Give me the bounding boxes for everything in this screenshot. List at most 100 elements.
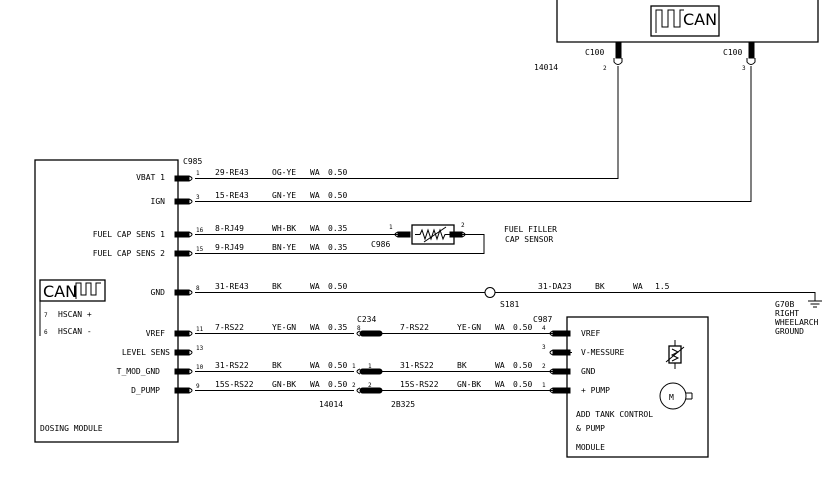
tank-pin-label-v-messure: V-MESSURE (581, 348, 625, 357)
wire-type: WA (310, 282, 320, 291)
wire-label-4: 9-RJ49 BN-YE WA 0.35 (215, 243, 347, 252)
wire-circuit: 31-RS22 (215, 361, 249, 370)
inline-pin-left-3: 2 (352, 382, 356, 389)
wire-circuit: 15-RE43 (215, 191, 249, 200)
tank-module-name-1: ADD TANK CONTROL (576, 410, 653, 419)
dosing-can-block: CAN 7 HSCAN + 6 HSCAN - (39, 279, 106, 336)
pin-num-t-mod-gnd: 10 (196, 364, 204, 371)
wire-color: OG-YE (272, 168, 296, 177)
wire-size: 0.50 (328, 282, 347, 291)
dosing-connector-id: C985 (183, 157, 202, 166)
top-connector-right-pin: 3 (742, 65, 746, 72)
can-bus-icon (655, 9, 684, 33)
inline-connector-id: C234 (357, 315, 376, 324)
ground-wire-label: 31-DA23 BK WA 1.5 (538, 282, 670, 291)
splice-s181: S181 (484, 287, 519, 309)
wire-label-8: 15S-RS22 GN-BK WA 0.50 (215, 380, 347, 389)
wire-color: BK (457, 361, 467, 370)
dosing-can-label: CAN (43, 282, 77, 301)
inline-pin-left-1: 8 (357, 325, 361, 332)
pin-label-gnd: GND (151, 288, 166, 297)
wire-size: 0.50 (328, 361, 347, 370)
wire-label-7: 31-RS22 BK WA 0.50 (215, 361, 347, 370)
wire-type: WA (310, 191, 320, 200)
pin-label-vbat1: VBAT 1 (136, 173, 165, 182)
wire-color: YE-GN (272, 323, 296, 332)
wire-lines (195, 66, 816, 391)
pin-num-d-pump: 9 (196, 383, 200, 390)
tank-pin-label-gnd: GND (581, 367, 596, 376)
resistor-sensor-icon (665, 340, 685, 369)
ground-g70b: G70B RIGHT WHEELARCH GROUND (775, 300, 822, 336)
wire-size: 1.5 (655, 282, 670, 291)
ground-id: G70B (775, 300, 794, 309)
tank-pin-label-pump: + PUMP (581, 386, 610, 395)
wire-circuit: 7-RS22 (215, 323, 244, 332)
wire-type: WA (310, 168, 320, 177)
wire-color: GN-BK (457, 380, 481, 389)
top-module: CAN (556, 0, 819, 43)
pin-label-vref: VREF (146, 329, 165, 338)
wire-color: GN-YE (272, 191, 296, 200)
wire-circuit: 31-RS22 (400, 361, 434, 370)
wire-color: GN-BK (272, 380, 296, 389)
wire-type: WA (495, 380, 505, 389)
wire-type: WA (495, 323, 505, 332)
top-harness-label: 14014 (534, 63, 558, 72)
motor-icon: M (659, 382, 693, 410)
wire-type: WA (495, 361, 505, 370)
ground-line-3: GROUND (775, 327, 804, 336)
tank-pin-num-vref: 4 (542, 325, 546, 332)
wire-circuit: 15S-RS22 (400, 380, 439, 389)
fuel-sensor-pin-b: 2 (461, 222, 465, 229)
wire-type: WA (310, 224, 320, 233)
wire-size: 0.35 (328, 243, 347, 252)
pin-label-ign: IGN (151, 197, 166, 206)
top-connector-right-id: C100 (723, 48, 742, 57)
tank-module-name-3: MODULE (576, 443, 605, 452)
pin-label-fuel-cap-sens-1: FUEL CAP SENS 1 (93, 230, 165, 239)
ground-line-1: RIGHT (775, 309, 799, 318)
wire-size: 0.50 (328, 168, 347, 177)
fuel-sensor-line-1: FUEL FILLER (504, 225, 557, 234)
wire-type: WA (310, 323, 320, 332)
pin-num-gnd: 8 (196, 285, 200, 292)
wire-circuit: 8-RJ49 (215, 224, 244, 233)
pin-num-fuel-cap-sens-1: 16 (196, 227, 204, 234)
wire-color: WH-BK (272, 224, 296, 233)
pin-label-fuel-cap-sens-2: FUEL CAP SENS 2 (93, 249, 165, 258)
can-pin-minus-name: HSCAN - (58, 327, 92, 336)
wire-color: BN-YE (272, 243, 296, 252)
pin-label-level-sens: LEVEL SENS (122, 348, 170, 357)
wire-circuit: 7-RS22 (400, 323, 429, 332)
pin-label-d-pump: D_PUMP (131, 386, 160, 395)
wire-color: YE-GN (457, 323, 481, 332)
inline-connector-c234: C234 8 1 2 1 2 (352, 315, 383, 394)
wire-type: WA (310, 243, 320, 252)
top-connector-right: C100 3 (723, 41, 756, 72)
fuel-sensor-connector: C986 (371, 240, 390, 249)
top-connector-left: C100 2 (585, 41, 623, 72)
ground-icon (808, 300, 822, 308)
pin-num-fuel-cap-sens-2: 15 (196, 246, 204, 253)
wire-circuit: 29-RE43 (215, 168, 249, 177)
wire-circuit: 31-DA23 (538, 282, 572, 291)
tank-pin-num-gnd: 2 (542, 363, 546, 370)
wire-label-6: 7-RS22 YE-GN WA 0.35 (215, 323, 347, 332)
tank-module-name-2: & PUMP (576, 424, 605, 433)
wire-size: 0.50 (328, 191, 347, 200)
can-pin-minus-num: 6 (44, 329, 48, 336)
pin-num-level-sens: 13 (196, 345, 204, 352)
pin-label-t-mod-gnd: T_MOD_GND (117, 367, 161, 376)
wire-label-2: 15-RE43 GN-YE WA 0.50 (215, 191, 347, 200)
resistor-sensor-icon (415, 226, 452, 243)
top-can-box (650, 5, 720, 37)
wire-label-3: 8-RJ49 WH-BK WA 0.35 (215, 224, 347, 233)
fuel-sensor-line-2: CAP SENSOR (505, 235, 553, 244)
wire-color: BK (272, 361, 282, 370)
top-connector-left-pin: 2 (603, 65, 607, 72)
dosing-module: DOSING MODULE C985 CAN 7 HSCAN + 6 HSCAN… (34, 157, 204, 443)
fuel-sensor-pin-a: 1 (389, 224, 393, 231)
fuel-filler-cap-sensor: 1 2 C986 FUEL FILLER CAP SENSOR (371, 222, 557, 249)
